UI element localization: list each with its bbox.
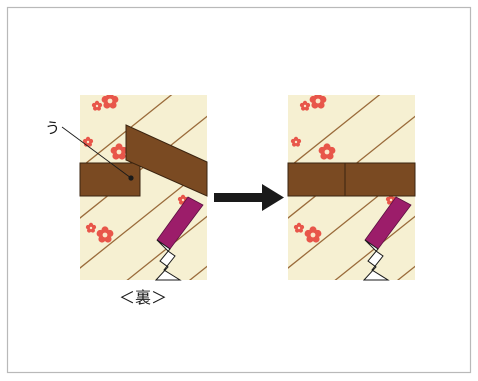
right-white-notch [362,239,390,281]
callout-leader [61,126,132,179]
right-band-right [344,162,416,197]
left-white-notch [154,239,182,281]
right-arrow-icon [214,184,284,211]
left-panel: う [45,95,208,281]
callout-label: う [45,119,60,137]
callout-dot [128,175,134,181]
caption-back-side: ＜裏＞ [119,288,167,307]
left-folded-flap [125,124,208,197]
right-band-left [287,162,346,197]
right-panel [287,95,416,281]
